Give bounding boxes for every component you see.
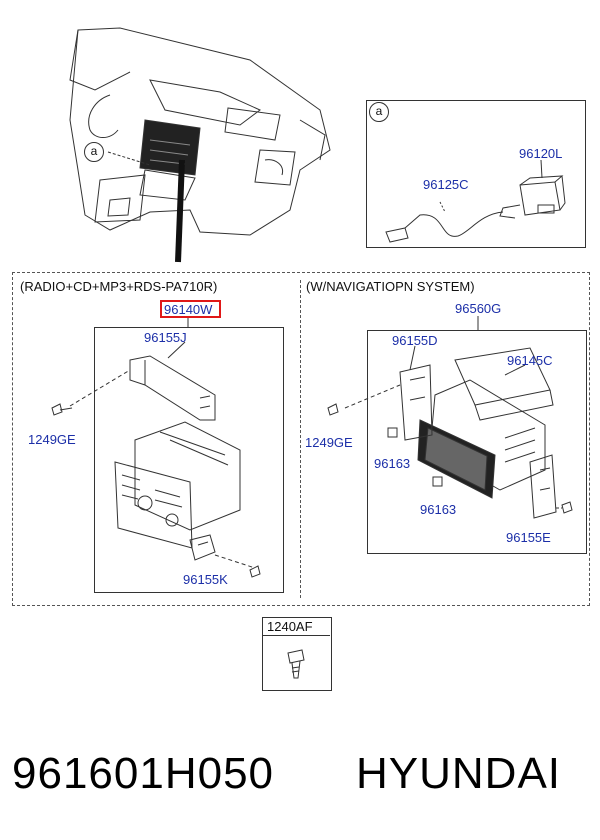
footer-brand: HYUNDAI: [356, 749, 562, 798]
radio-assembly-box: [94, 327, 284, 593]
part-label-96155J[interactable]: 96155J: [144, 330, 187, 345]
part-label-96140W[interactable]: 96140W: [164, 302, 213, 317]
part-label-1240AF[interactable]: 1240AF: [267, 619, 313, 634]
bolt-box: [262, 617, 332, 691]
detail-a-box: [366, 100, 586, 248]
nav-group-title: (W/NAVIGATIOPN SYSTEM): [306, 279, 475, 294]
part-label-96125C[interactable]: 96125C: [423, 177, 469, 192]
dashboard-illustration: [69, 27, 331, 263]
nav-unit-illustration: [327, 316, 573, 519]
part-label-1249GE-radio[interactable]: 1249GE: [28, 432, 76, 447]
part-label-96163-a[interactable]: 96163: [374, 456, 411, 471]
part-label-96155D[interactable]: 96155D: [392, 333, 438, 348]
part-label-96163-b[interactable]: 96163: [420, 502, 457, 517]
radio-unit-illustration: [51, 318, 261, 578]
head-unit-options-frame: [12, 272, 590, 606]
radio-group-title: (RADIO+CD+MP3+RDS-PA710R): [20, 279, 218, 294]
part-label-96120L[interactable]: 96120L: [519, 146, 563, 161]
part-label-96155K[interactable]: 96155K: [183, 572, 228, 587]
bolt-box-header-rule: [262, 617, 330, 636]
detail-a-marker: a: [369, 102, 389, 122]
part-label-96560G[interactable]: 96560G: [455, 301, 502, 316]
bolt-illustration: [287, 649, 305, 679]
selected-part-highlight: [160, 300, 221, 318]
footer-part-number: 961601H050: [12, 749, 275, 798]
part-label-1249GE-nav[interactable]: 1249GE: [305, 435, 353, 450]
part-label-96145C[interactable]: 96145C: [507, 353, 553, 368]
callout-a-marker: a: [84, 142, 104, 162]
wiring-harness-illustration: [385, 159, 566, 243]
nav-assembly-box: [367, 330, 587, 554]
group-divider: [300, 280, 301, 598]
part-label-96155E[interactable]: 96155E: [506, 530, 551, 545]
